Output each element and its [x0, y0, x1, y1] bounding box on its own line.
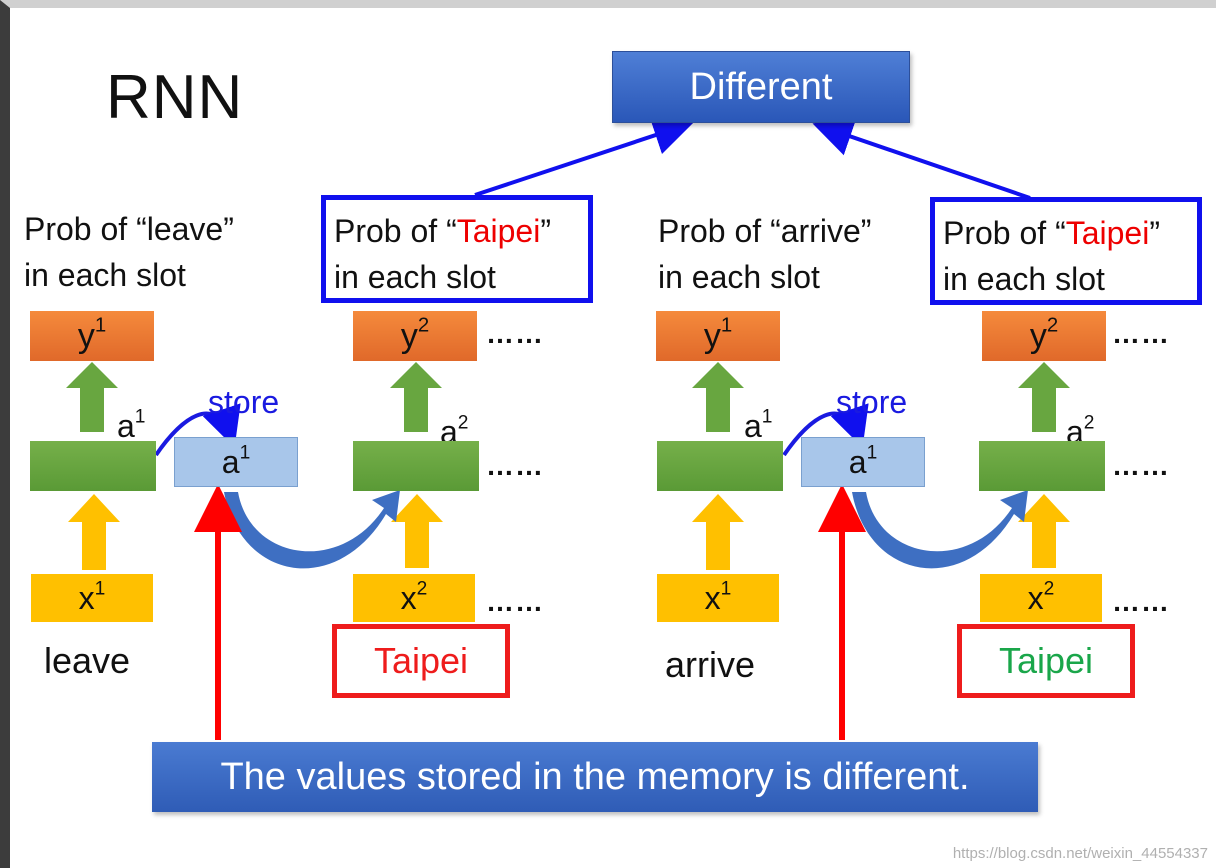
prob-arrive-line1: Prob of “arrive” — [658, 213, 872, 249]
ellipsis-input-left: …… — [486, 586, 544, 617]
output-y2-left: y2 — [353, 311, 477, 361]
prob-leave-line1: Prob of “leave” — [24, 211, 234, 247]
word-leave: leave — [44, 640, 131, 681]
input-x2-left: x2 — [353, 574, 475, 622]
input-x2-right: x2 — [980, 574, 1102, 622]
hidden-layer-2-right — [979, 441, 1105, 491]
prob-arrive-line2: in each slot — [658, 259, 820, 295]
input-x1-left: x1 — [31, 574, 153, 622]
ellipsis-hidden-left: …… — [486, 450, 544, 481]
hidden-layer-2-left — [353, 441, 479, 491]
memory-cell-right: a1 — [801, 437, 925, 487]
input-x1-right: x1 — [657, 574, 779, 622]
word-taipei-box-right: Taipei — [957, 624, 1135, 698]
ellipsis-y-left: …… — [486, 318, 544, 349]
store-label-right: store — [836, 384, 908, 420]
prob-taipei-box-left: Prob of “Taipei” in each slot — [321, 195, 593, 303]
prob-leave-label: Prob of “leave” in each slot — [24, 206, 234, 298]
taipei-highlight-left: Taipei — [456, 213, 541, 249]
taipei-highlight-right: Taipei — [1065, 215, 1150, 251]
prob-taipei-line2-right: in each slot — [943, 261, 1105, 297]
output-y2-right: y2 — [982, 311, 1106, 361]
watermark: https://blog.csdn.net/weixin_44554337 — [952, 845, 1208, 862]
slide-title: RNN — [106, 63, 244, 132]
prob-leave-line2: in each slot — [24, 257, 186, 293]
word-taipei-box-left: Taipei — [332, 624, 510, 698]
prob-arrive-label: Prob of “arrive” in each slot — [658, 208, 871, 300]
hidden-layer-1-right — [657, 441, 783, 491]
different-box: Different — [612, 51, 910, 123]
hidden-layer-1-left — [30, 441, 156, 491]
hidden-a1-label-left: a1 — [117, 406, 146, 444]
word-arrive: arrive — [665, 644, 756, 685]
ellipsis-hidden-right: …… — [1112, 450, 1170, 481]
prob-taipei-box-right: Prob of “Taipei” in each slot — [930, 197, 1202, 305]
prob-taipei-line1-right: Prob of “Taipei” — [943, 215, 1160, 251]
ellipsis-input-right: …… — [1112, 586, 1170, 617]
prob-taipei-line2-left: in each slot — [334, 259, 496, 295]
output-y1-left: y1 — [30, 311, 154, 361]
output-y1-right: y1 — [656, 311, 780, 361]
prob-taipei-line1-left: Prob of “Taipei” — [334, 213, 551, 249]
hidden-a1-label-right: a1 — [744, 406, 773, 444]
memory-difference-banner: The values stored in the memory is diffe… — [152, 742, 1038, 812]
store-label-left: store — [208, 384, 280, 420]
ellipsis-y-right: …… — [1112, 318, 1170, 349]
memory-cell-left: a1 — [174, 437, 298, 487]
